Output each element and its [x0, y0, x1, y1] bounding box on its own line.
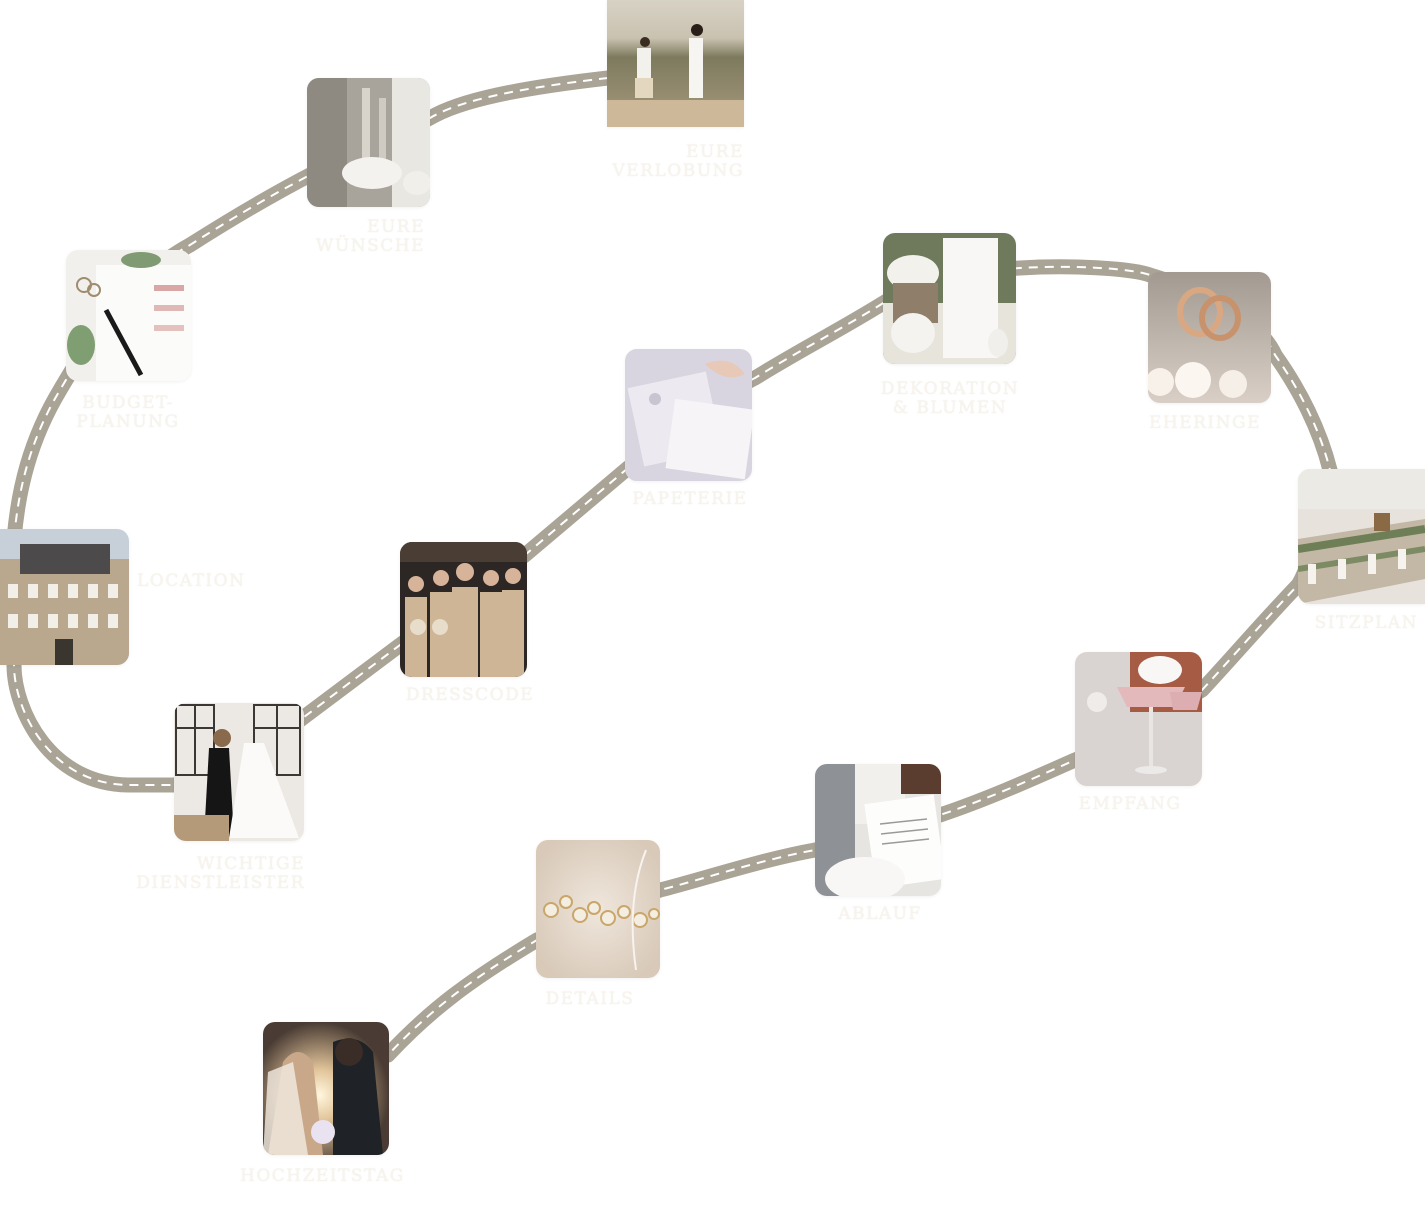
castle-photo — [0, 529, 129, 665]
station-ablauf[interactable] — [815, 764, 941, 896]
station-verlobung[interactable] — [607, 0, 744, 127]
station-label: Eure Wünsche — [315, 217, 425, 256]
station-empfang[interactable] — [1075, 652, 1202, 786]
station-label: Ablauf — [838, 904, 922, 924]
station-label: Sitzplan — [1314, 613, 1418, 633]
wedding-rings-photo — [1148, 272, 1271, 403]
station-budget[interactable] — [66, 250, 191, 381]
wedding-planner-photo — [66, 250, 191, 381]
station-eheringe[interactable] — [1148, 272, 1271, 403]
station-label: Empfang — [1078, 794, 1182, 814]
station-label: Eheringe — [1148, 413, 1262, 433]
station-label: Dekoration & Blumen — [880, 379, 1020, 418]
pearl-earrings-photo — [536, 840, 660, 978]
station-dresscode[interactable] — [400, 542, 527, 677]
station-sitzplan[interactable] — [1298, 469, 1425, 604]
welcome-sign-photo — [883, 233, 1016, 364]
couple-sunset-photo — [263, 1022, 389, 1155]
table-setting-photo — [1298, 469, 1425, 604]
station-location[interactable] — [0, 529, 129, 665]
station-label: Dresscode — [405, 685, 535, 705]
bridal-dress-photo — [174, 703, 304, 841]
station-label: Budget- planung — [76, 393, 180, 432]
station-dekoration[interactable] — [883, 233, 1016, 364]
station-label: Hochzeitstag — [240, 1166, 405, 1186]
station-label: Wichtige Dienstleister — [136, 854, 305, 893]
champagne-photo — [1075, 652, 1202, 786]
invitation-photo — [625, 349, 752, 481]
wedding-party-photo — [400, 542, 527, 677]
station-label: Details — [545, 989, 635, 1009]
station-dienstleister[interactable] — [174, 703, 304, 841]
station-label: Eure Verlobung — [612, 142, 744, 181]
vows-photo — [815, 764, 941, 896]
station-papeterie[interactable] — [625, 349, 752, 481]
station-details[interactable] — [536, 840, 660, 978]
proposal-photo — [607, 0, 744, 127]
station-label: Papeterie — [632, 489, 748, 509]
station-wuensche[interactable] — [307, 78, 430, 207]
road-track — [6, 70, 1338, 1063]
station-label: Location — [137, 571, 246, 591]
decor-photo — [307, 78, 430, 207]
station-hochzeitstag[interactable] — [263, 1022, 389, 1155]
